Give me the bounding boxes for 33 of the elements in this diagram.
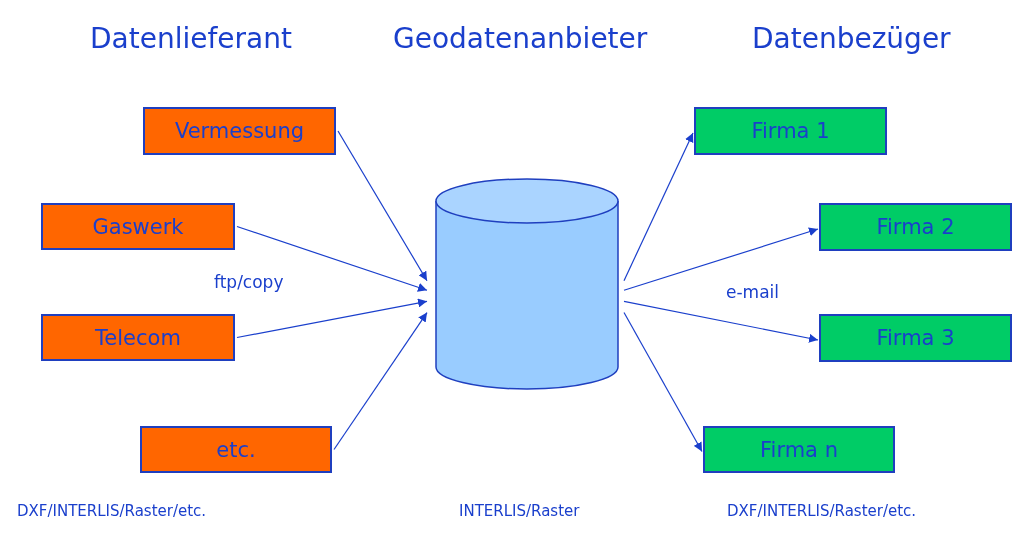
arrow bbox=[236, 298, 428, 339]
recipient-box bbox=[819, 314, 1012, 362]
arrow bbox=[337, 130, 428, 282]
arrow bbox=[623, 227, 819, 291]
node-label: etc. bbox=[216, 437, 256, 462]
source-box bbox=[41, 203, 235, 250]
column-heading: Datenbezüger bbox=[752, 22, 951, 55]
node-label: Firma 2 bbox=[876, 215, 955, 239]
recipient-box bbox=[819, 203, 1012, 251]
transfer-label: ftp/copy bbox=[214, 272, 284, 292]
source-box bbox=[143, 107, 336, 155]
source-box bbox=[41, 314, 235, 361]
node-label: Firma 3 bbox=[876, 326, 955, 350]
column-heading: Datenlieferant bbox=[90, 22, 292, 55]
node-label: Vermessung bbox=[174, 119, 305, 143]
node-label: Telecom bbox=[95, 325, 181, 350]
node-label: Firma 1 bbox=[751, 119, 830, 143]
arrow bbox=[623, 300, 819, 343]
transfer-label: e-mail bbox=[726, 282, 780, 302]
arrow bbox=[623, 132, 694, 282]
recipient-box bbox=[694, 107, 887, 155]
database-cylinder bbox=[435, 178, 619, 390]
arrow bbox=[236, 225, 428, 292]
source-box bbox=[140, 426, 332, 473]
arrow bbox=[623, 311, 703, 453]
node-label: Gaswerk bbox=[92, 214, 184, 239]
node-label: Firma n bbox=[760, 437, 838, 462]
recipient-box bbox=[703, 426, 895, 473]
arrow bbox=[333, 311, 428, 451]
format-note: DXF/INTERLIS/Raster/etc. bbox=[17, 502, 207, 520]
format-note: DXF/INTERLIS/Raster/etc. bbox=[727, 502, 917, 520]
column-heading: Geodatenanbieter bbox=[393, 22, 648, 55]
format-note: INTERLIS/Raster bbox=[459, 502, 580, 520]
